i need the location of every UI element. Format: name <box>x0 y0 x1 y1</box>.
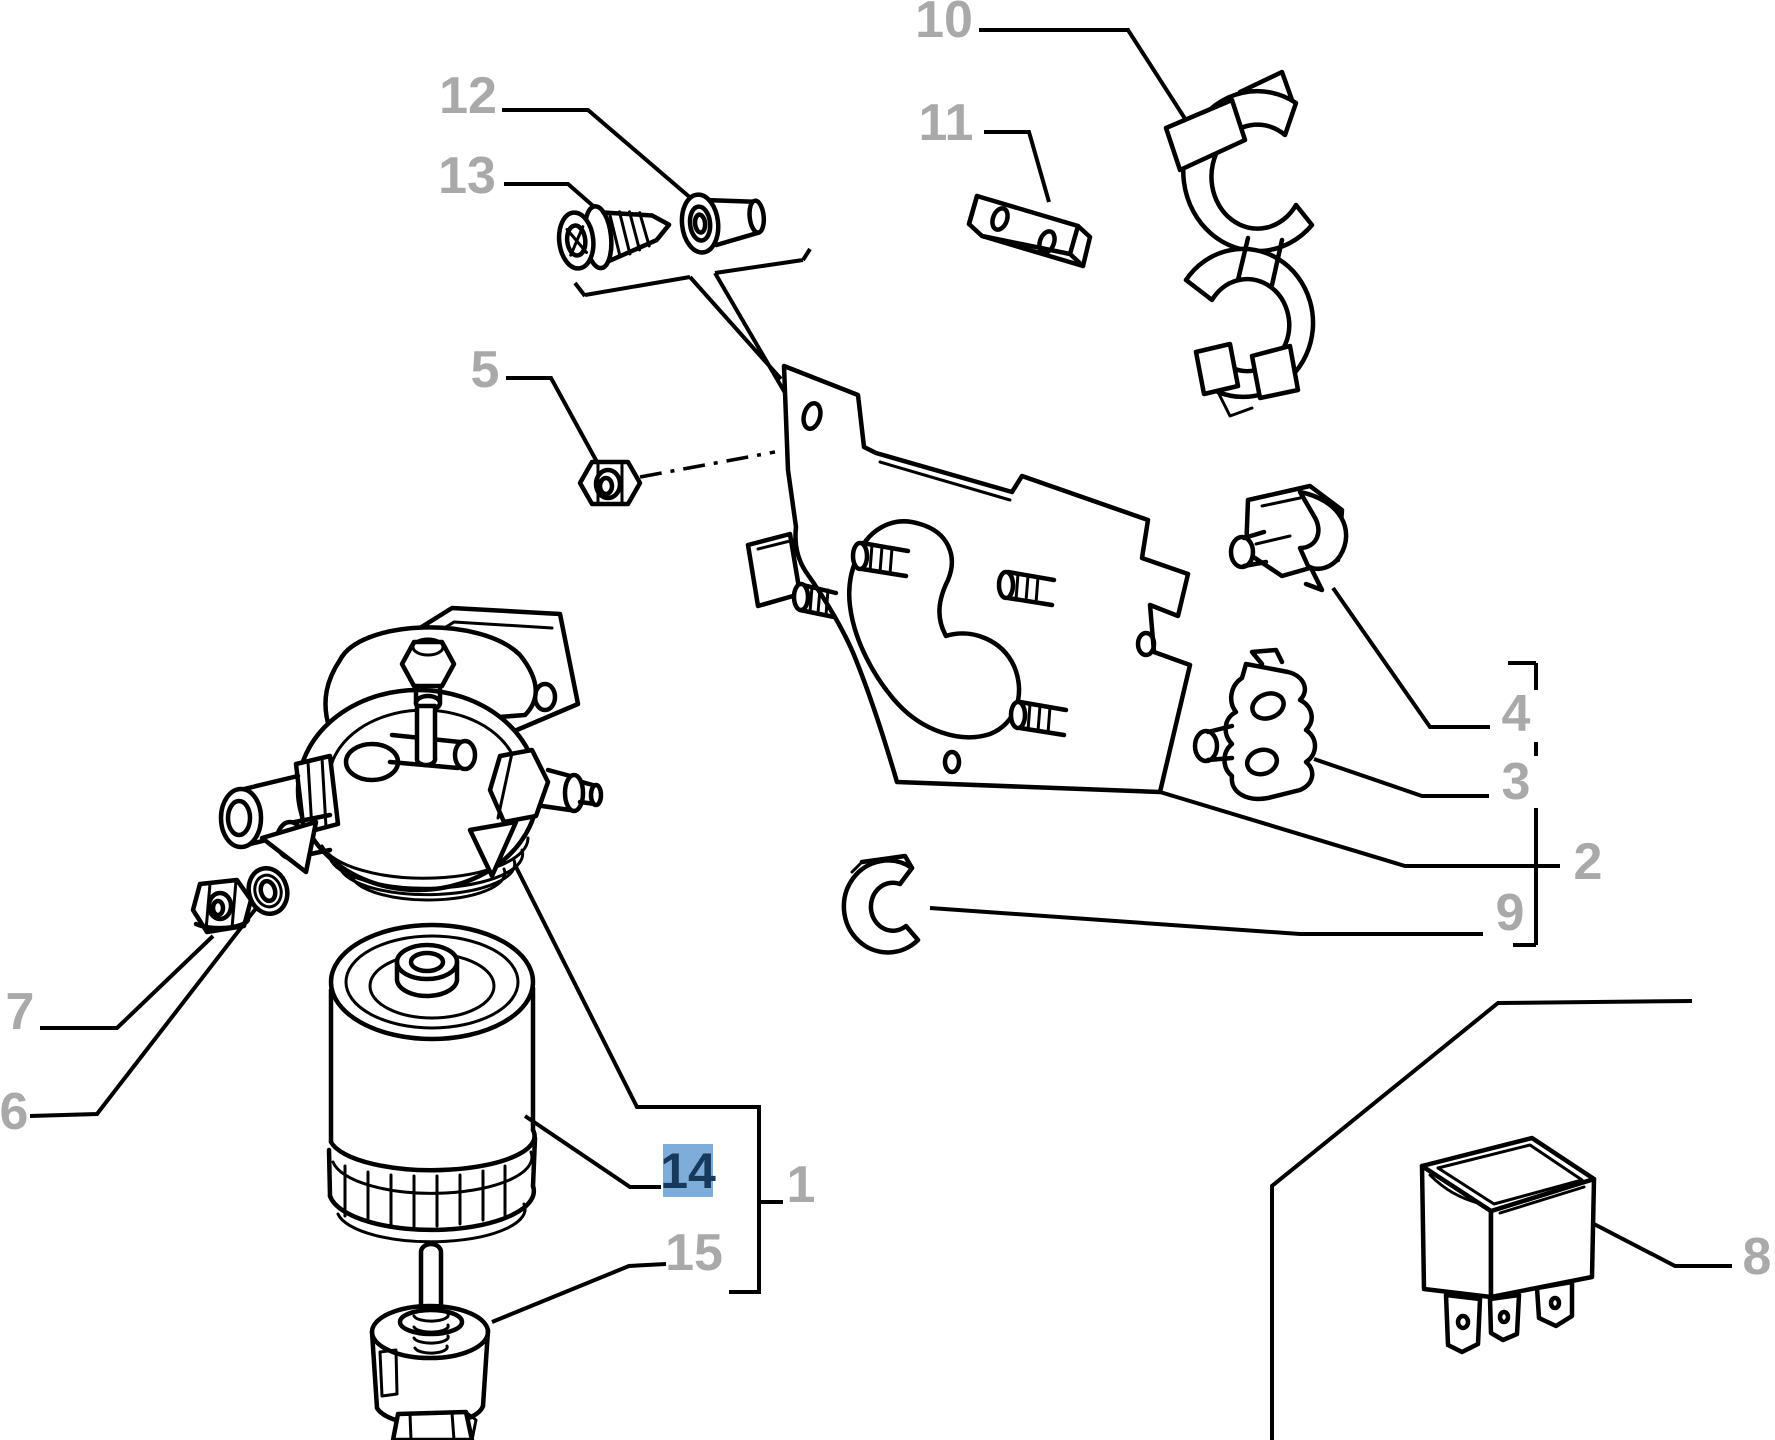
callout-1[interactable]: 1 <box>786 1156 816 1214</box>
callout-12[interactable]: 12 <box>439 67 497 125</box>
callout-11[interactable]: 11 <box>918 94 974 152</box>
callout-15[interactable]: 15 <box>665 1224 723 1282</box>
callout-14-highlighted-badge[interactable]: 14 <box>660 1142 716 1199</box>
part-2-bracket-drawing <box>745 363 1193 795</box>
part-8-relay-drawing <box>1419 1135 1597 1355</box>
callout-8[interactable]: 8 <box>1742 1228 1772 1286</box>
part-1-filter-head-drawing <box>218 605 604 902</box>
callout-2[interactable]: 2 <box>1573 833 1603 891</box>
part-4-clip-drawing <box>1228 483 1349 593</box>
part-6-washer-drawing <box>246 865 290 917</box>
part-3-clip-drawing <box>1192 647 1318 802</box>
part-7-nut-drawing <box>190 877 254 935</box>
part-11-plate-drawing <box>966 193 1093 269</box>
bracket-studs <box>791 540 1069 738</box>
callout-7[interactable]: 7 <box>5 983 35 1041</box>
part-12-bolt-drawing <box>679 192 767 255</box>
callout-10[interactable]: 10 <box>915 0 973 49</box>
part-10-clamp-drawing <box>1163 69 1316 418</box>
part-5-nut-drawing <box>577 459 643 507</box>
callout-14-label: 14 <box>660 1142 716 1199</box>
part-15-sensor-drawing <box>369 1241 491 1440</box>
part-14-filter-cartridge-drawing <box>326 922 538 1244</box>
callout-4[interactable]: 4 <box>1501 685 1531 743</box>
part-13-screw-drawing <box>556 204 672 271</box>
callout-3[interactable]: 3 <box>1501 753 1531 811</box>
part-9-clip-drawing <box>841 853 921 955</box>
callout-5[interactable]: 5 <box>470 341 500 399</box>
callout-9[interactable]: 9 <box>1495 884 1525 942</box>
leader-lines <box>29 28 1732 1440</box>
callout-13[interactable]: 13 <box>438 147 496 205</box>
callout-6[interactable]: 6 <box>0 1083 29 1141</box>
